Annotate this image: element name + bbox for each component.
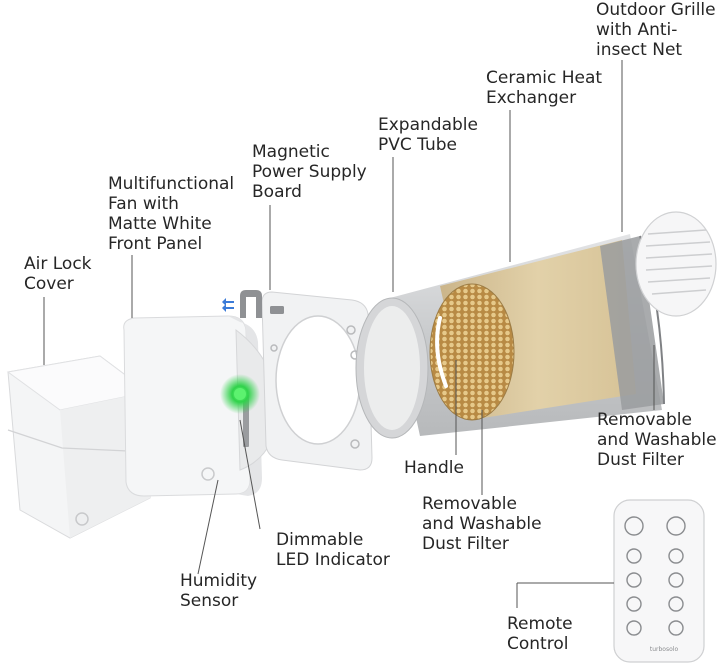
label-line: Board <box>252 182 302 202</box>
label-line: Removable <box>597 410 692 430</box>
label-dust-filter-center: Removable and Washable Dust Filter <box>422 494 542 554</box>
fan-button-icon <box>201 467 215 481</box>
label-outdoor-grille: Outdoor Grille with Anti- insect Net <box>596 0 716 60</box>
label-air-lock: Air Lock Cover <box>24 254 92 294</box>
label-dust-filter-right: Removable and Washable Dust Filter <box>597 410 717 470</box>
label-line: and Washable <box>597 430 717 450</box>
label-line: LED Indicator <box>276 550 390 570</box>
label-line: Front Panel <box>108 234 203 254</box>
label-line: Removable <box>422 494 517 514</box>
label-line: Humidity <box>180 571 258 591</box>
fan-unit <box>123 315 279 497</box>
label-line: Dust Filter <box>422 534 509 554</box>
air-lock-button-icon <box>75 512 89 526</box>
outdoor-grille <box>635 211 717 317</box>
power-supply-board <box>222 290 373 471</box>
label-line: insect Net <box>596 40 683 60</box>
label-line: Sensor <box>180 591 239 611</box>
remote-control: turbosolo <box>613 499 705 663</box>
label-humidity: Humidity Sensor <box>180 571 257 611</box>
label-line: Control <box>507 634 569 654</box>
magnet-icon <box>222 290 262 318</box>
label-line: Cover <box>24 274 74 294</box>
label-line: PVC Tube <box>378 135 457 155</box>
label-led: Dimmable LED Indicator <box>276 530 390 570</box>
label-power-board: Magnetic Power Supply Board <box>252 142 367 202</box>
label-line: Exchanger <box>486 88 577 108</box>
label-handle: Handle <box>404 458 464 478</box>
pvc-tube-assembly <box>355 234 665 439</box>
label-fan: Multifunctional Fan with Matte White Fro… <box>108 174 234 254</box>
label-pvc-tube: Expandable PVC Tube <box>378 115 478 155</box>
label-line: Matte White <box>108 214 212 234</box>
ceramic-honeycomb-face <box>429 283 515 421</box>
label-line: Power Supply <box>252 162 367 182</box>
label-line: Dimmable <box>276 530 364 550</box>
tube-handle <box>435 316 448 388</box>
label-line: with Anti- <box>596 20 678 40</box>
label-line: Fan with <box>108 194 179 214</box>
label-line: Magnetic <box>252 142 330 162</box>
label-line: Handle <box>404 458 464 478</box>
label-line: Outdoor Grille <box>596 0 716 20</box>
label-ceramic-exchanger: Ceramic Heat Exchanger <box>486 68 602 108</box>
leader-lines <box>43 60 655 608</box>
power-connector <box>270 306 284 314</box>
label-line: Ceramic Heat <box>486 68 603 88</box>
label-line: Multifunctional <box>108 174 235 194</box>
label-line: Remote <box>507 614 573 634</box>
remote-brand-text: turbosolo <box>650 646 679 653</box>
label-remote: Remote Control <box>507 614 573 654</box>
label-line: Expandable <box>378 115 478 135</box>
label-line: Air Lock <box>24 254 92 274</box>
label-line: and Washable <box>422 514 542 534</box>
label-line: Dust Filter <box>597 450 684 470</box>
